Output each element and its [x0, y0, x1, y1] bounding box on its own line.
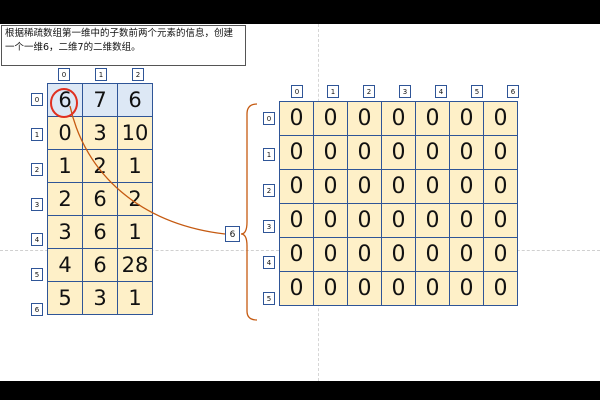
dense-cell: 0 [415, 237, 450, 272]
dense-col-index: 1 [327, 85, 339, 98]
sparse-cell: 3 [82, 116, 118, 150]
dense-row-index: 4 [263, 256, 275, 269]
dense-cell: 0 [415, 271, 450, 306]
rows-count-label: 6 [225, 226, 240, 242]
dense-row-index: 2 [263, 184, 275, 197]
sparse-cell: 0 [47, 116, 83, 150]
dense-cell: 0 [415, 101, 450, 136]
sparse-row-index: 6 [31, 303, 43, 316]
dense-cell: 0 [415, 169, 450, 204]
dense-cell: 0 [483, 237, 518, 272]
dense-cell: 0 [449, 203, 484, 238]
connector-overlay [50, 88, 258, 321]
dense-cell: 0 [483, 169, 518, 204]
dense-col-index: 5 [471, 85, 483, 98]
dense-row-index: 0 [263, 112, 275, 125]
sparse-cell: 3 [47, 215, 83, 249]
dense-cell: 0 [313, 169, 348, 204]
dense-cell: 0 [279, 271, 314, 306]
connector-curve [69, 105, 226, 235]
sparse-cell: 1 [117, 215, 153, 249]
dense-cell: 0 [279, 101, 314, 136]
sparse-cell: 1 [117, 281, 153, 315]
slide: 根据稀疏数组第一维中的子数前两个元素的信息，创建一个一维6，二维7的二维数组。 … [0, 24, 600, 381]
sparse-col-index: 2 [132, 68, 144, 81]
sparse-col-index: 0 [58, 68, 70, 81]
sparse-cell: 6 [82, 215, 118, 249]
dense-cell: 0 [313, 237, 348, 272]
sparse-row-index: 3 [31, 198, 43, 211]
sparse-row-index: 0 [31, 93, 43, 106]
dense-cell: 0 [381, 101, 416, 136]
dense-col-index: 6 [507, 85, 519, 98]
dense-cell: 0 [449, 135, 484, 170]
dense-cell: 0 [483, 271, 518, 306]
dense-cell: 0 [381, 237, 416, 272]
sparse-cell: 2 [47, 182, 83, 216]
dense-cell: 0 [381, 169, 416, 204]
dense-cell: 0 [449, 271, 484, 306]
dense-cell: 0 [347, 169, 382, 204]
dense-cell: 0 [279, 203, 314, 238]
dense-cell: 0 [483, 101, 518, 136]
dense-col-index: 2 [363, 85, 375, 98]
sparse-row-index: 5 [31, 268, 43, 281]
sparse-cell: 4 [47, 248, 83, 282]
dense-cell: 0 [415, 203, 450, 238]
dense-cell: 0 [279, 169, 314, 204]
dense-cell: 0 [347, 101, 382, 136]
instruction-text: 根据稀疏数组第一维中的子数前两个元素的信息，创建一个一维6，二维7的二维数组。 [5, 28, 234, 53]
dense-cell: 0 [347, 237, 382, 272]
dense-col-index: 3 [399, 85, 411, 98]
dense-cell: 0 [449, 169, 484, 204]
dense-cell: 0 [313, 271, 348, 306]
dense-row-index: 5 [263, 292, 275, 305]
dimension-brace [240, 103, 258, 321]
dense-row-index: 1 [263, 148, 275, 161]
sparse-row-index: 1 [31, 128, 43, 141]
dense-cell: 0 [381, 271, 416, 306]
sparse-row-index: 4 [31, 233, 43, 246]
sparse-cell: 2 [82, 149, 118, 183]
dense-row-index: 3 [263, 220, 275, 233]
dense-cell: 0 [381, 135, 416, 170]
dense-cell: 0 [449, 237, 484, 272]
sparse-cell: 1 [117, 149, 153, 183]
dense-cell: 0 [313, 101, 348, 136]
dense-cell: 0 [415, 135, 450, 170]
sparse-row-index: 2 [31, 163, 43, 176]
sparse-cell: 5 [47, 281, 83, 315]
sparse-cell: 6 [117, 83, 153, 117]
sparse-col-index: 1 [95, 68, 107, 81]
dense-col-index: 0 [291, 85, 303, 98]
dense-col-index: 4 [435, 85, 447, 98]
dense-cell: 0 [279, 135, 314, 170]
instruction-box: 根据稀疏数组第一维中的子数前两个元素的信息，创建一个一维6，二维7的二维数组。 [1, 25, 246, 66]
highlight-circle [50, 88, 78, 118]
sparse-cell: 6 [82, 248, 118, 282]
sparse-cell: 28 [117, 248, 153, 282]
dense-cell: 0 [347, 203, 382, 238]
dense-cell: 0 [347, 135, 382, 170]
sparse-cell: 6 [82, 182, 118, 216]
sparse-cell: 10 [117, 116, 153, 150]
sparse-cell: 7 [82, 83, 118, 117]
sparse-cell: 3 [82, 281, 118, 315]
